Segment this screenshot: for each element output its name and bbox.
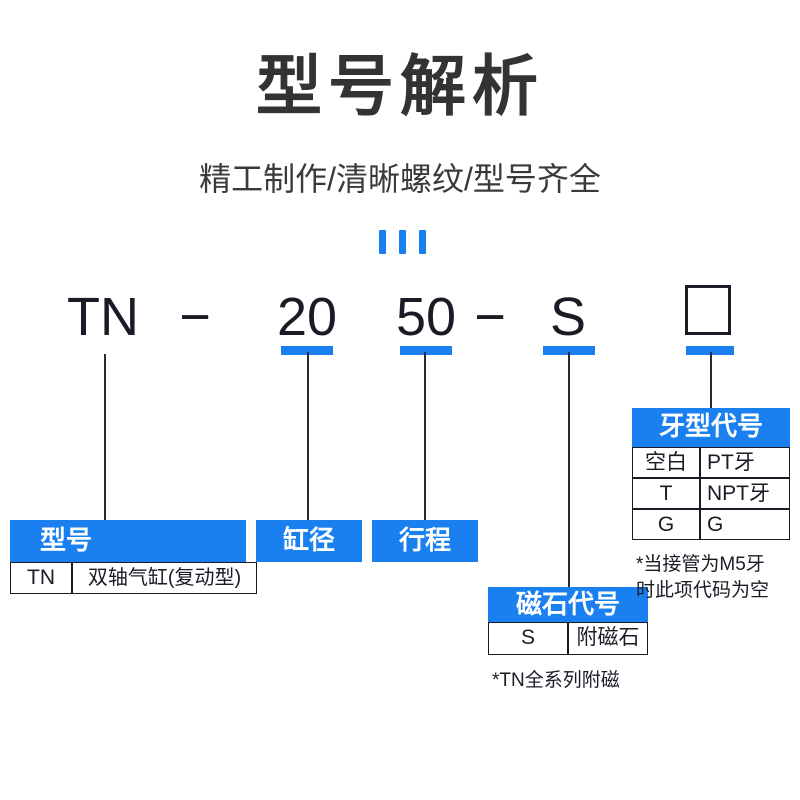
callout-header-magnet: 磁石代号 (488, 587, 648, 623)
code-token-dash-1: − (179, 287, 211, 347)
callout-header-model: 型号 (10, 520, 246, 562)
table-row: T NPT牙 (632, 478, 790, 509)
thread-note: *当接管为M5牙 时此项代码为空 (636, 552, 769, 604)
magnet-desc-cell: 附磁石 (568, 622, 648, 655)
magnet-table: S 附磁石 (488, 622, 648, 655)
table-row: G G (632, 509, 790, 540)
tick-mark-1 (379, 230, 386, 254)
model-code-cell: TN (10, 562, 72, 594)
model-desc-cell: 双轴气缸(复动型) (72, 562, 257, 594)
thread-code-cell: 空白 (632, 447, 700, 478)
leader-line-model (104, 354, 106, 520)
thread-note-line-1: *当接管为M5牙 (636, 554, 765, 575)
leader-line-stroke (424, 352, 426, 520)
thread-table: 空白 PT牙 T NPT牙 G G (632, 447, 790, 540)
code-token-thread-blank-box (685, 285, 731, 335)
leader-line-thread (710, 352, 712, 408)
underline-magnet (543, 346, 595, 355)
code-token-dash-2: − (474, 287, 506, 347)
tick-mark-2 (399, 230, 406, 254)
table-row: S 附磁石 (488, 622, 648, 655)
thread-code-cell: G (632, 509, 700, 540)
underline-stroke (400, 346, 452, 355)
magnet-note: *TN全系列附磁 (492, 670, 620, 691)
callout-header-thread: 牙型代号 (632, 408, 790, 447)
model-table: TN 双轴气缸(复动型) (10, 562, 257, 594)
code-token-model: TN (67, 287, 139, 347)
thread-note-line-2: 时此项代码为空 (636, 580, 770, 601)
code-token-magnet: S (549, 287, 587, 347)
page-title: 型号解析 (256, 49, 544, 123)
magnet-code-cell: S (488, 622, 568, 655)
underline-thread (686, 346, 734, 355)
code-token-bore: 20 (276, 287, 338, 347)
thread-code-cell: T (632, 478, 700, 509)
leader-line-bore (307, 352, 309, 520)
tick-marks-decoration (379, 230, 429, 254)
code-token-stroke: 50 (395, 287, 457, 347)
callout-header-stroke: 行程 (372, 520, 478, 562)
underline-bore (281, 346, 333, 355)
tick-mark-3 (419, 230, 426, 254)
table-row: 空白 PT牙 (632, 447, 790, 478)
page-subtitle: 精工制作/清晰螺纹/型号齐全 (199, 161, 601, 197)
thread-desc-cell: PT牙 (700, 447, 790, 478)
callout-header-bore: 缸径 (256, 520, 362, 562)
thread-desc-cell: G (700, 509, 790, 540)
thread-desc-cell: NPT牙 (700, 478, 790, 509)
leader-line-magnet (568, 352, 570, 587)
table-row: TN 双轴气缸(复动型) (10, 562, 257, 594)
